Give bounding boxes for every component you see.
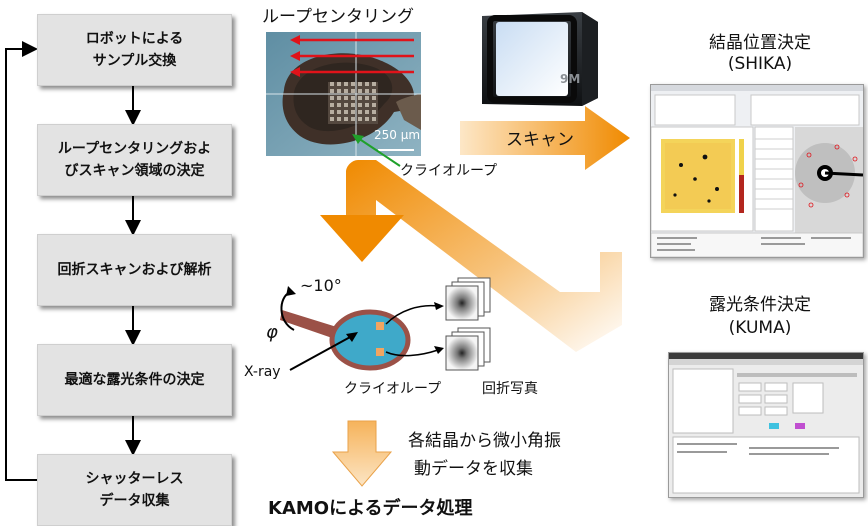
loop-photo-image [266, 32, 421, 156]
collection-down-arrow [331, 420, 393, 487]
diffraction-diagram [280, 277, 491, 371]
kuma-subtitle: (KUMA) [728, 318, 792, 338]
loop-centering-title: ループセンタリング [262, 7, 414, 27]
crystal-2 [376, 348, 384, 356]
step-shutterless-collection: シャッターレス データ収集 [37, 454, 232, 526]
scan-arrow [460, 106, 630, 170]
kuma-window [668, 352, 864, 498]
diffraction-cryoloop-label: クライオループ [344, 381, 442, 397]
loop-back-arrow [5, 41, 38, 481]
sample-pin [280, 310, 340, 340]
flow-connectors [5, 41, 141, 481]
return-arrow-head [320, 215, 404, 262]
kuma-title: 露光条件決定 [709, 295, 811, 315]
shika-screenshot [651, 85, 863, 257]
rotation-angle-label: ~10° [300, 276, 342, 295]
collection-note-line2: 動データを収集 [414, 459, 533, 479]
scale-bar-label: 250 μm [374, 128, 421, 142]
step-diffraction-scan: 回折スキャンおよび解析 [37, 234, 232, 306]
server-brand: 9M [560, 72, 581, 86]
loop-centering-photo: 250 μm [266, 32, 421, 156]
shika-title: 結晶位置決定 [709, 33, 811, 53]
diffraction-pattern-stack-2 [445, 327, 491, 371]
cryoloop-label: クライオループ [400, 163, 498, 179]
crystal-1 [376, 322, 384, 330]
phi-label: φ [266, 322, 278, 343]
shika-window [650, 84, 864, 258]
step-exposure-decision: 最適な露光条件の決定 [37, 344, 232, 416]
diffraction-pattern-label: 回折写真 [482, 381, 538, 397]
server-illustration [482, 12, 598, 106]
xray-label: X-ray [244, 364, 281, 380]
cryoloop-pointer [352, 134, 401, 167]
shika-subtitle: (SHIKA) [727, 54, 793, 74]
scan-arrow-label: スキャン [506, 130, 574, 150]
diffraction-pattern-stack-1 [445, 277, 491, 321]
collection-note-line1: 各結晶から微小角振 [408, 431, 561, 451]
kuma-screenshot [669, 353, 863, 497]
step-sample-exchange: ロボットによる サンプル交換 [37, 14, 232, 86]
cryoloop-drop [329, 309, 411, 371]
kamo-label: KAMOによるデータ処理 [268, 498, 473, 519]
return-arrow-body [346, 160, 622, 352]
step-loop-centering: ループセンタリングおよ びスキャン領域の決定 [37, 124, 232, 196]
